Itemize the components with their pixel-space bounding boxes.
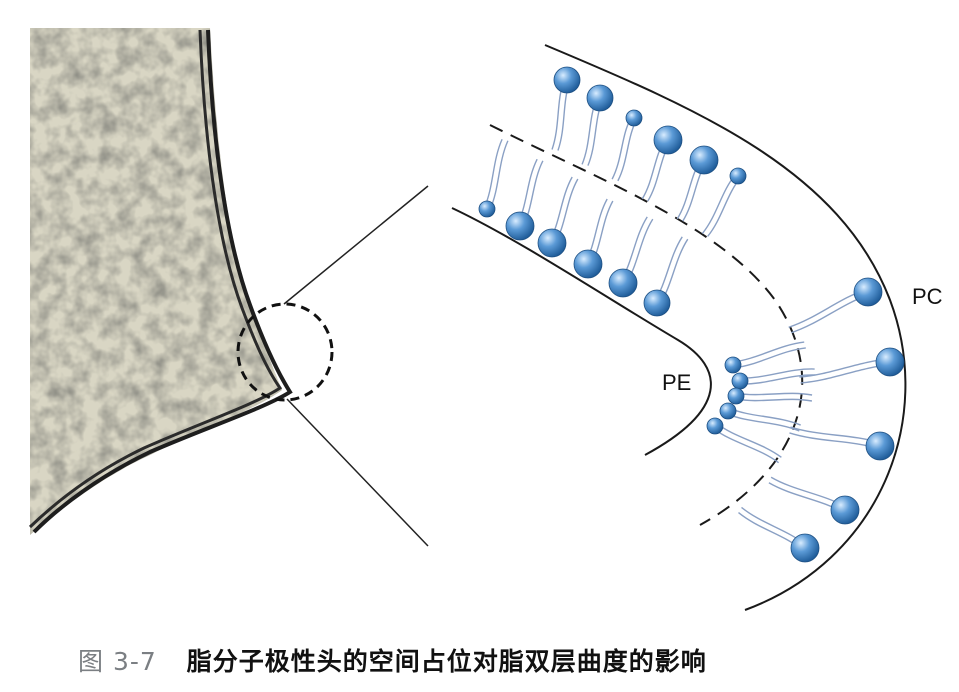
lipid-head xyxy=(625,109,643,127)
lipid-head xyxy=(586,84,614,112)
lipid-tail xyxy=(707,177,742,237)
lipid-head xyxy=(729,167,747,185)
lipid-head xyxy=(505,211,535,241)
lipid-head xyxy=(706,417,724,435)
lipid-head xyxy=(875,347,905,377)
lipid-head xyxy=(731,372,749,390)
lipid-head xyxy=(719,402,737,420)
bilayer-diagram xyxy=(451,44,907,611)
pe-label: PE xyxy=(662,370,692,395)
lipid-head xyxy=(853,277,883,307)
lipid-head xyxy=(573,249,603,279)
figure-caption: 图 3-7 脂分子极性头的空间占位对脂双层曲度的影响 xyxy=(78,640,707,680)
lipid-head xyxy=(689,145,719,175)
zoom-line-top xyxy=(283,185,429,305)
lipid-head xyxy=(653,125,683,155)
lipid-tail xyxy=(713,428,780,464)
zoom-circle xyxy=(236,302,334,402)
lipid-head xyxy=(790,533,820,563)
lipid-tails xyxy=(483,79,891,552)
zoom-line-bottom xyxy=(286,398,429,547)
lipid-tail xyxy=(701,174,736,234)
lipid-heads xyxy=(478,66,905,563)
lipid-head xyxy=(724,356,742,374)
lipid-head xyxy=(727,387,745,405)
inner-leaflet-boundary xyxy=(451,207,712,456)
lipid-head xyxy=(608,268,638,298)
micrograph xyxy=(28,28,429,547)
lipid-head xyxy=(865,431,895,461)
lipid-head xyxy=(537,228,567,258)
micrograph-membrane-inner xyxy=(28,29,283,529)
bilayer-midplane xyxy=(489,124,804,526)
lipid-head xyxy=(478,200,496,218)
micrograph-membrane-outer xyxy=(32,29,293,534)
pc-label: PC xyxy=(912,284,943,309)
lipid-head xyxy=(643,289,671,317)
caption-text: 脂分子极性头的空间占位对脂双层曲度的影响 xyxy=(186,647,707,676)
lipid-head xyxy=(830,495,860,525)
lipid-head xyxy=(553,66,581,94)
caption-number: 图 3-7 xyxy=(78,647,157,676)
outer-leaflet-boundary xyxy=(544,44,907,611)
lipid-tail xyxy=(715,422,782,458)
